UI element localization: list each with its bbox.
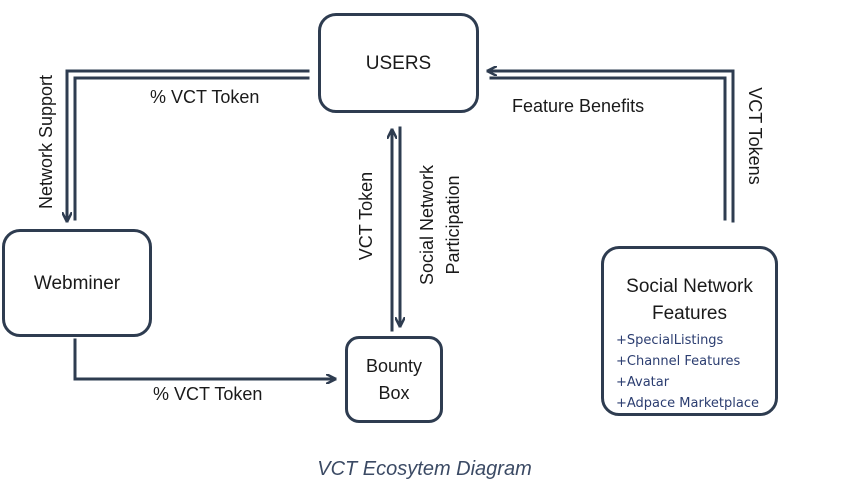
users-node: USERS	[318, 13, 479, 113]
edge-label-feature-benefits: Feature Benefits	[512, 96, 645, 116]
social-network-features-node: Social Network Features +SpecialListings…	[601, 246, 778, 416]
webminer-label: Webminer	[33, 272, 121, 294]
edge-label-webminer-bounty: % VCT Token	[153, 384, 263, 404]
snf-label-line1: Social Network	[626, 276, 753, 297]
arrow-users-webminer-outer	[67, 69, 310, 223]
edge-label-users-bounty-line2: Participation	[443, 175, 463, 275]
diagram-caption: VCT Ecosytem Diagram	[317, 458, 532, 480]
snf-label-line2: Features	[652, 303, 727, 324]
feature-item: +Adpace Marketplace	[616, 396, 759, 411]
webminer-node: Webminer	[2, 229, 152, 337]
bounty-box-node: Bounty Box	[345, 336, 443, 423]
feature-item: +Avatar	[616, 375, 670, 390]
edge-label-users-bounty: Social Network Participation	[414, 165, 466, 285]
feature-item: +SpecialListings	[616, 333, 724, 348]
edge-label-users-bounty-line1: Social Network	[417, 164, 437, 286]
edge-label-network-support: Network Support	[36, 74, 56, 210]
bounty-box-label-line2: Box	[378, 382, 410, 403]
arrow-users-webminer-inner	[73, 76, 310, 221]
feature-list: +SpecialListings +Channel Features +Avat…	[604, 330, 775, 414]
arrow-webminer-bounty	[73, 338, 337, 379]
arrow-snf-users-outer	[486, 71, 735, 223]
edge-label-vct-tokens: VCT Tokens	[745, 87, 765, 185]
edge-label-bounty-users: VCT Token	[356, 171, 376, 261]
bounty-box-label-line1: Bounty	[365, 355, 423, 376]
feature-item: +Channel Features	[616, 354, 741, 369]
users-label: USERS	[365, 52, 432, 74]
arrow-snf-users-inner	[489, 76, 727, 221]
edge-label-users-webminer: % VCT Token	[150, 87, 260, 107]
